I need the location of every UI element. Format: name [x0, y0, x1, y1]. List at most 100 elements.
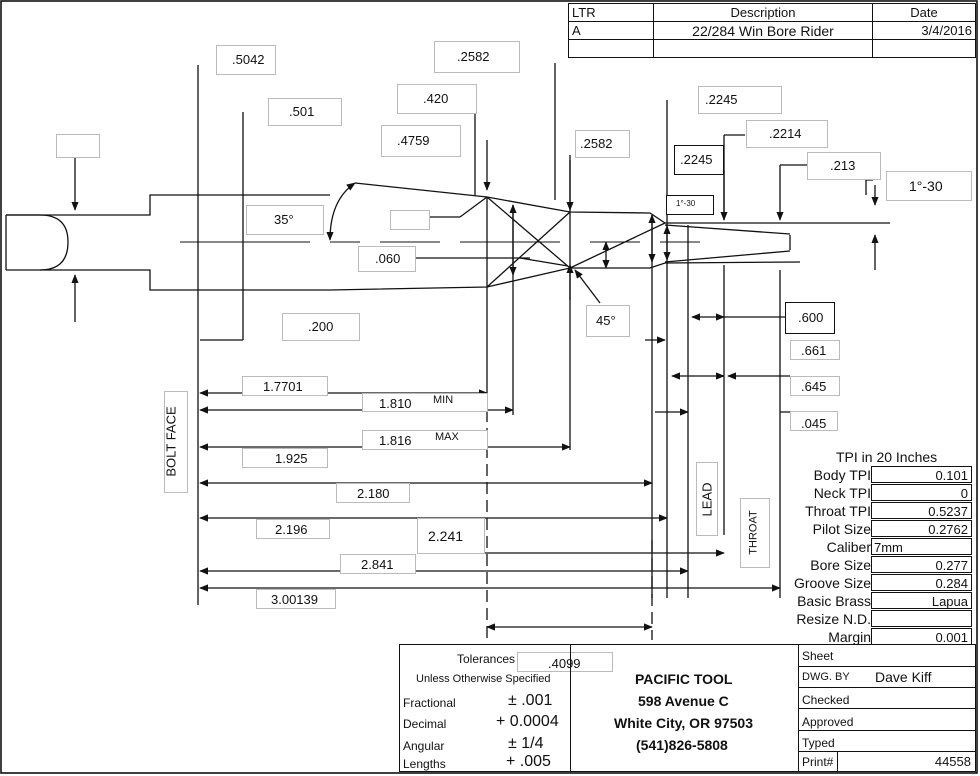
- blank-callout-left: [56, 134, 100, 158]
- dim-2582-mid: .2582: [575, 130, 630, 158]
- empty-cell: [568, 39, 654, 58]
- dim-060: .060: [358, 246, 416, 272]
- spec-value: Lapua: [871, 592, 972, 609]
- dim-2245-box: .2245: [674, 145, 724, 175]
- specs-title: TPI in 20 Inches: [836, 449, 938, 465]
- angle-1-30-small: 1°-30: [666, 195, 714, 215]
- dim-420: .420: [397, 84, 477, 114]
- throat-taper-bottom: [664, 250, 791, 263]
- description-value: 22/284 Win Bore Rider: [653, 21, 873, 40]
- body-top: [354, 182, 890, 224]
- dim-1-7701: 1.7701: [242, 376, 328, 396]
- spec-row: Resize N.D.: [780, 610, 976, 628]
- dim-2582-top: .2582: [434, 41, 520, 73]
- tolerances-title: Tolerances: [457, 652, 516, 666]
- date-value: 3/4/2016: [872, 21, 976, 40]
- spec-value: 7mm: [871, 538, 972, 555]
- company-city: White City, OR 97503: [614, 715, 754, 731]
- company-panel: PACIFIC TOOL 598 Avenue C White City, OR…: [570, 645, 799, 771]
- tol-value: ± 1/4: [508, 735, 544, 752]
- spec-value: 0.277: [871, 556, 972, 573]
- dim-2-180: 2.180: [336, 483, 410, 503]
- approved-label: Approved: [802, 715, 854, 729]
- checked-label: Checked: [802, 693, 850, 707]
- company-name: PACIFIC TOOL: [635, 671, 733, 687]
- company-address: 598 Avenue C: [638, 693, 729, 709]
- spec-value: 0.5237: [871, 502, 972, 519]
- shoulder-bottom: [486, 211, 571, 288]
- dim-2-196: 2.196: [256, 519, 330, 539]
- spec-row: Body TPI 0.101: [780, 466, 976, 484]
- drawn-by-label: DWG. BY: [802, 671, 850, 683]
- ltr-value: A: [568, 21, 654, 40]
- title-block: Tolerances Unless Otherwise Specified Fr…: [399, 644, 976, 772]
- spec-label: Bore Size: [810, 557, 871, 573]
- dim-045: .045: [790, 411, 838, 431]
- dim-5042: .5042: [216, 45, 276, 75]
- spec-row: Pilot Size 0.2762: [780, 520, 976, 538]
- dim-645: .645: [790, 376, 840, 396]
- spec-label: Throat TPI: [805, 503, 871, 519]
- angle-45: 45°: [586, 305, 630, 337]
- angle-1-30: 1°-30: [886, 171, 972, 201]
- tol-label: Lengths: [403, 757, 446, 771]
- bolt-face-label: BOLT FACE: [164, 391, 188, 493]
- sign-off-panel: Sheet DWG. BY Dave Kiff Checked Approved…: [799, 645, 975, 771]
- shank-outline: [6, 194, 330, 291]
- spec-label: Margin: [828, 629, 871, 645]
- dim-661: .661: [790, 340, 840, 360]
- angle-35: 35°: [246, 205, 324, 235]
- neck-diag: [569, 222, 666, 269]
- spec-label: Basic Brass: [797, 593, 871, 609]
- dim-600: .600: [785, 302, 835, 334]
- min-label: MIN: [433, 394, 454, 406]
- dim-2-841: 2.841: [340, 554, 416, 574]
- spec-row: Bore Size 0.277: [780, 556, 976, 574]
- spec-label: Caliber: [826, 539, 871, 555]
- spec-row: Caliber 7mm: [780, 538, 976, 556]
- description-header: Description: [653, 3, 873, 22]
- spec-label: Pilot Size: [812, 521, 871, 537]
- sheet-label: Sheet: [802, 649, 834, 663]
- dim-200: .200: [282, 313, 360, 341]
- lead-label: LEAD: [696, 462, 718, 536]
- spec-value: [871, 610, 972, 627]
- company-phone: (541)826-5808: [636, 737, 728, 753]
- blank-callout-mid: [390, 210, 430, 230]
- shank-end: [5, 214, 69, 271]
- spec-value: 0.001: [871, 628, 972, 645]
- tol-value: + 0.0004: [496, 713, 559, 730]
- dim-2214: .2214: [746, 120, 828, 148]
- date-header: Date: [872, 3, 976, 22]
- print-label: Print#: [802, 755, 834, 769]
- dim-1-925: 1.925: [242, 448, 328, 468]
- spec-value: 0: [871, 484, 972, 501]
- tolerances-subtitle: Unless Otherwise Specified: [416, 673, 551, 685]
- tol-value: + .005: [506, 753, 551, 770]
- dim-4759: .4759: [381, 125, 461, 157]
- dim-2-241: 2.241: [417, 518, 485, 554]
- drawn-by-value: Dave Kiff: [875, 669, 932, 685]
- print-number: 44558: [934, 754, 971, 769]
- ltr-header: LTR: [568, 3, 654, 22]
- spec-value: 0.2762: [871, 520, 972, 537]
- spec-label: Neck TPI: [813, 485, 871, 501]
- spec-row: Neck TPI 0: [780, 484, 976, 502]
- dim-3-00139: 3.00139: [256, 589, 336, 609]
- shoulder-top: [486, 196, 571, 269]
- spec-value: 0.284: [871, 574, 972, 591]
- dim-4099: .4099: [517, 652, 613, 672]
- dim-213: .213: [807, 152, 881, 180]
- spec-value: 0.101: [871, 466, 972, 483]
- revision-block: LTR Description Date A 22/284 Win Bore R…: [568, 3, 976, 58]
- spec-label: Groove Size: [793, 575, 871, 591]
- dim-501: .501: [268, 98, 342, 126]
- spec-label: Body TPI: [813, 467, 871, 483]
- throat-label: THROAT: [740, 498, 770, 568]
- throat-taper-top: [664, 224, 791, 235]
- typed-label: Typed: [802, 736, 835, 750]
- spec-row: Basic Brass Lapua: [780, 592, 976, 610]
- spec-row: Throat TPI 0.5237: [780, 502, 976, 520]
